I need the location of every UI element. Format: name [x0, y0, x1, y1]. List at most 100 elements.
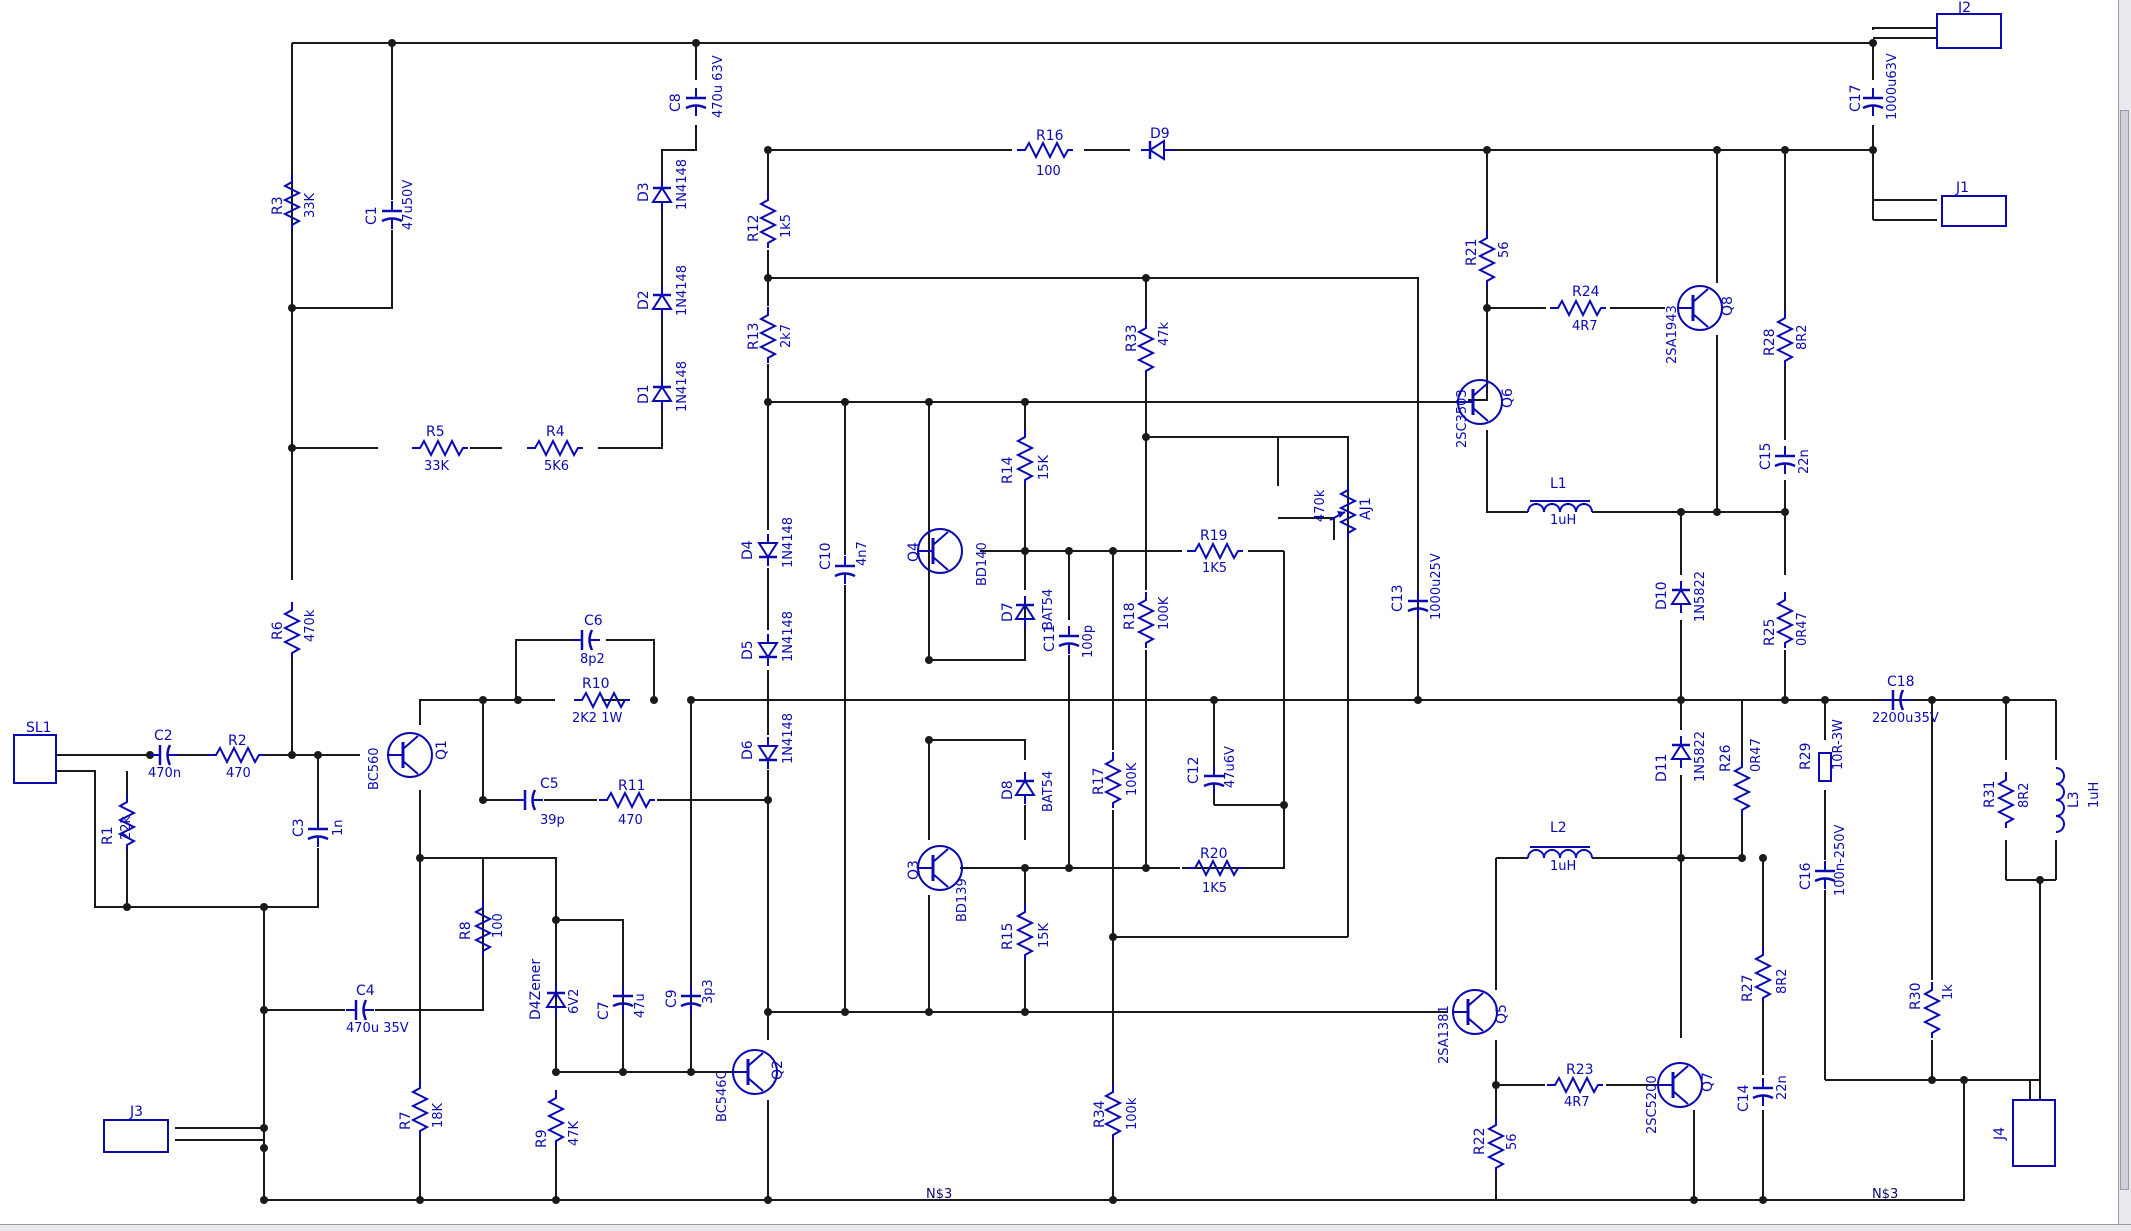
transistor-ref: Q8 [1720, 296, 1736, 316]
scrollbar-thumb[interactable] [2120, 110, 2129, 1190]
capacitor-ref: C14 [1736, 1084, 1752, 1112]
diode-value: 1N4148 [781, 611, 796, 662]
diode-value: BAT54 [1041, 771, 1056, 812]
resistor-ref: R16 [1036, 128, 1064, 144]
capacitor-value: 2200u35V [1872, 711, 1939, 726]
inductor-ref: L3 [2066, 791, 2082, 808]
transistor-ref: Q2 [770, 1060, 786, 1080]
capacitor-value: 470u 35V [346, 1021, 409, 1036]
resistor-value: 2k7 [779, 324, 794, 348]
resistor-ref: R21 [1464, 238, 1480, 266]
aj1-symbol [1329, 482, 1358, 540]
resistor-ref: R15 [1000, 922, 1016, 950]
capacitor-value: 47u6V [1223, 746, 1238, 788]
capacitor-value: 47u [633, 993, 648, 1018]
resistor-ref: R6 [270, 621, 286, 640]
resistor-ref: R3 [270, 196, 286, 215]
transistor-ref: Q7 [1700, 1072, 1716, 1092]
transistor-value: BC546C [715, 1070, 730, 1122]
resistor-value: 22k [119, 815, 134, 840]
capacitor-ref: C16 [1798, 862, 1814, 890]
connector-ref: J4 [1992, 1127, 2008, 1141]
connector-ref: J3 [129, 1104, 143, 1120]
capacitor-value: 4n7 [855, 541, 870, 566]
connector-ref: SL1 [26, 720, 52, 736]
resistor-ref: R26 [1718, 744, 1734, 772]
diode-value: 1N4148 [675, 159, 690, 210]
resistor-ref: R1 [100, 826, 116, 845]
transistor-value: 2SA1943 [1665, 305, 1680, 364]
transistor-value: 2SC5200 [1645, 1075, 1660, 1134]
resistor-value: 0R47 [1749, 738, 1764, 772]
capacitor-ref: C4 [356, 983, 375, 999]
capacitor-ref: C3 [291, 818, 307, 837]
resistor-ref: R8 [458, 921, 474, 940]
transistor-ref: Q3 [906, 860, 922, 880]
resistor-ref: R25 [1762, 618, 1778, 646]
transistor-value: BD139 [955, 878, 970, 922]
resistor-value: 1K5 [1202, 881, 1227, 896]
resistor-ref: R31 [1982, 780, 1998, 808]
diode-ref: D7 [1000, 602, 1016, 622]
diode-ref: D1 [636, 384, 652, 404]
pot-value: 470k [1313, 489, 1328, 522]
resistor-ref: R7 [398, 1111, 414, 1130]
resistor-ref: R11 [618, 778, 646, 794]
capacitor-value: 39p [540, 813, 565, 828]
resistor-ref: R22 [1472, 1127, 1488, 1155]
resistor-value: 2K2 1W [572, 711, 622, 726]
resistor-ref: R10 [582, 676, 610, 692]
diode-ref: D6 [740, 740, 756, 760]
capacitor-ref: C7 [596, 1001, 612, 1020]
resistor-value: 100 [1036, 164, 1061, 179]
resistor-value: 8R2 [2017, 782, 2032, 808]
resistor-value: 47K [567, 1120, 582, 1146]
diode-symbols [545, 139, 1692, 1018]
capacitor-value: 470u 63V [711, 55, 726, 118]
diode-value: 1N5822 [1693, 731, 1708, 782]
resistor-value: 470 [618, 813, 643, 828]
pot-ref: AJ1 [1358, 497, 1374, 520]
capacitor-value: 470n [148, 766, 181, 781]
diode-ref: D9 [1150, 126, 1170, 142]
diode-value: 1N4148 [675, 265, 690, 316]
resistor-ref: R4 [546, 424, 565, 440]
resistor-ref: R13 [746, 322, 762, 350]
diode-value: 1N5822 [1693, 571, 1708, 622]
junctions [123, 39, 2044, 1204]
capacitor-ref: C13 [1390, 584, 1406, 612]
connector-ref: J2 [1957, 0, 1971, 16]
capacitor-ref: C8 [668, 93, 684, 112]
diode-ref: D10 [1654, 581, 1670, 610]
resistor-ref: R34 [1092, 1100, 1108, 1128]
resistor-ref: R14 [1000, 456, 1016, 484]
capacitor-value: 1n [331, 819, 346, 836]
resistor-value: 56 [1497, 241, 1512, 258]
capacitor-ref: C1 [364, 206, 380, 225]
capacitor-ref: C9 [664, 989, 680, 1008]
resistor-ref: R23 [1566, 1062, 1594, 1078]
inductor-ref: L1 [1550, 476, 1567, 492]
capacitor-value: 22n [1797, 449, 1812, 474]
diode-value: BAT54 [1041, 589, 1056, 630]
resistor-ref: R33 [1124, 324, 1140, 352]
capacitor-value: 8p2 [580, 652, 605, 667]
capacitor-ref: C6 [584, 613, 603, 629]
capacitor-ref: C5 [540, 776, 559, 792]
resistor-value: 1k5 [779, 214, 794, 238]
resistor-value: 100K [1125, 762, 1140, 796]
net-label: N$3 [926, 1187, 952, 1202]
diode-value: 1N4148 [781, 713, 796, 764]
resistor-value: 8R2 [1795, 324, 1810, 350]
resistor-ref: R19 [1200, 528, 1228, 544]
diode-ref: D4Zener [528, 959, 544, 1020]
transistor-value: 2SA1381 [1437, 1005, 1452, 1064]
diode-ref: D4 [740, 540, 756, 560]
resistor-ref: R17 [1091, 767, 1107, 795]
capacitor-ref: C2 [154, 728, 173, 744]
resistor-ref: R29 [1798, 742, 1814, 770]
resistor-value: 5K6 [544, 459, 569, 474]
resistor-value: 1K5 [1202, 561, 1227, 576]
